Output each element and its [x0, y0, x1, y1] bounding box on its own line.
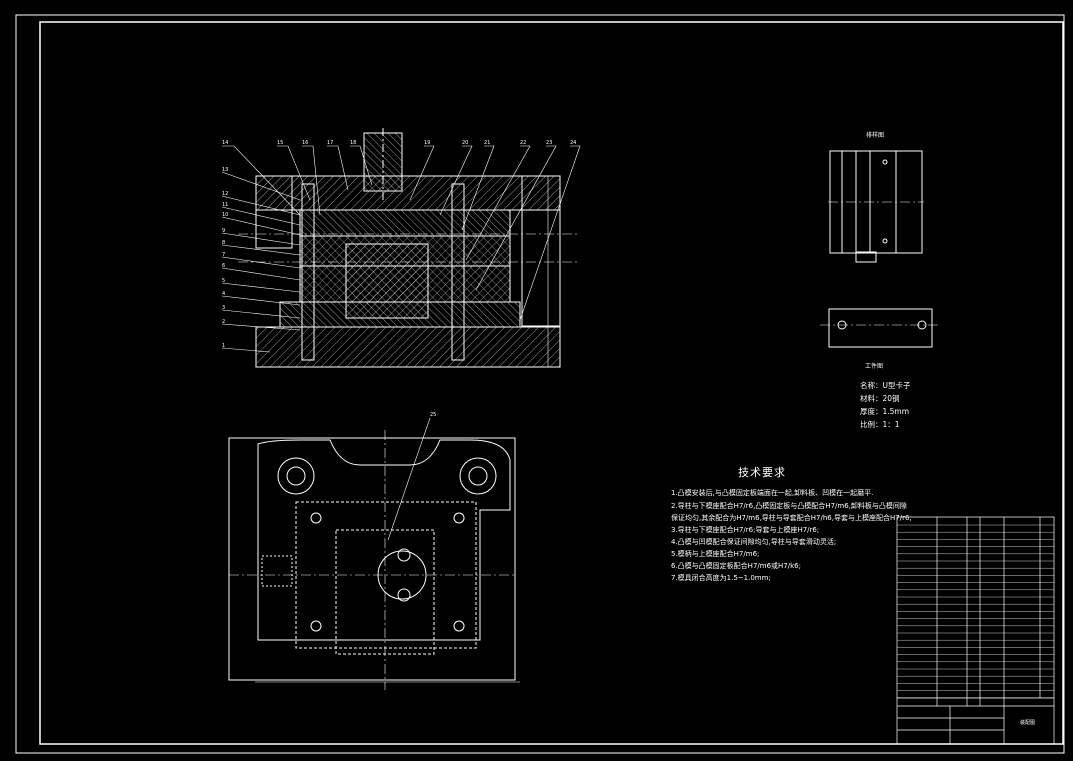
part-view — [820, 308, 940, 348]
callout-23: 23 — [546, 140, 552, 146]
callout-1: 1 — [222, 343, 225, 349]
callout-15: 15 — [277, 140, 283, 146]
callout-14: 14 — [222, 140, 228, 146]
callout-leaders — [221, 145, 581, 353]
bom-rows — [897, 524, 1054, 698]
callout-9: 9 — [222, 228, 225, 234]
sheet-outer-border — [15, 14, 1065, 754]
callout-7: 7 — [222, 252, 225, 258]
requirement-2: 2.导柱与下模座配合H7/r6,凸模固定板与凸模配合H7/m6,卸料板与凸模间隙 — [671, 502, 907, 510]
callout-2: 2 — [222, 319, 225, 325]
callout-10: 10 — [222, 212, 228, 218]
strip-layout-view — [828, 150, 924, 263]
callout-12: 12 — [222, 191, 228, 197]
part-note-thickness: 厚度：1.5mm — [860, 407, 910, 416]
callout-13: 13 — [222, 167, 228, 173]
requirement-6: 6.凸模与凸模固定板配合H7/m6或H7/k6; — [671, 562, 801, 570]
section-view — [238, 128, 580, 368]
callout-17: 17 — [327, 140, 333, 146]
requirement-3: 3.导柱与下模座配合H7/r6;导套与上模座H7/r6; — [671, 526, 820, 534]
callout-11: 11 — [222, 202, 228, 208]
callout-numbers-top: 14 15 16 17 18 19 20 21 22 23 24 — [222, 140, 576, 146]
callout-20: 20 — [462, 140, 468, 146]
part-note-name: 名称：U型卡子 — [860, 381, 911, 390]
requirement-1: 1.凸模安装后,与凸模固定板端面在一起,卸料板、凹模在一起磨平. — [671, 489, 874, 497]
sheet-inner-border — [39, 21, 1064, 745]
plan-view — [228, 417, 520, 690]
callout-numbers-left: 13 12 11 10 9 8 7 6 5 4 3 2 1 — [222, 167, 228, 349]
callout-21: 21 — [484, 140, 490, 146]
requirement-5: 5.模柄与上模座配合H7/m6; — [671, 550, 760, 558]
part-view-label: 工件图 — [865, 362, 883, 370]
title-block — [896, 516, 1055, 745]
callout-16: 16 — [302, 140, 308, 146]
callout-4: 4 — [222, 291, 225, 297]
requirement-7: 7.模具闭合高度为1.5~1.0mm; — [671, 574, 771, 582]
callout-3: 3 — [222, 305, 225, 311]
callout-8: 8 — [222, 240, 225, 246]
strip-layout-label: 排样图 — [866, 131, 884, 139]
callout-5: 5 — [222, 278, 225, 284]
drawing-name: 装配图 — [1020, 719, 1035, 726]
callout-24: 24 — [570, 140, 576, 146]
callout-19: 19 — [424, 140, 430, 146]
callout-22: 22 — [520, 140, 526, 146]
callout-18: 18 — [350, 140, 356, 146]
callout-25: 25 — [430, 412, 436, 418]
callout-6: 6 — [222, 263, 225, 269]
part-note-scale: 比例：1：1 — [860, 420, 900, 429]
requirement-2b: 保证均匀,其余配合为H7/m6,导柱与导套配合H7/h6,导套与上模座配合H7/… — [671, 514, 912, 522]
part-note-material: 材料：20钢 — [860, 394, 900, 403]
requirements-title: 技术要求 — [738, 466, 786, 479]
requirement-4: 4.凸模与凹模配合保证间隙均匀,导柱与导套滑动灵活; — [671, 538, 837, 546]
